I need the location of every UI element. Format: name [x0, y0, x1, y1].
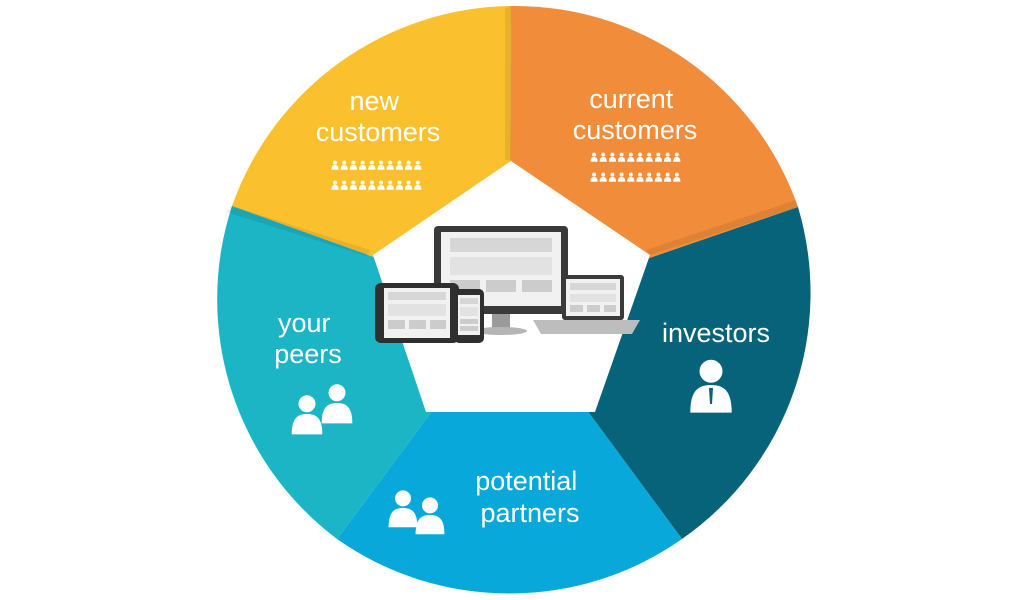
- person-icon: [690, 359, 732, 413]
- label-line: customers: [316, 117, 441, 147]
- label-line: current: [589, 84, 674, 114]
- fold-shadow: [226, 206, 370, 256]
- label-investors: investors: [662, 318, 770, 348]
- label-current-customers: current customers: [573, 84, 698, 145]
- label-line: peers: [274, 339, 342, 369]
- fold-shadow: [505, 6, 511, 160]
- label-line: investors: [662, 318, 770, 348]
- label-your-peers: your peers: [274, 308, 342, 369]
- label-line: new: [349, 86, 399, 116]
- label-line: your: [278, 308, 331, 338]
- label-new-customers: new customers: [316, 86, 441, 147]
- label-line: partners: [480, 498, 579, 528]
- label-potential-partners: potential partners: [475, 466, 585, 528]
- label-line: potential: [475, 466, 577, 496]
- responsive-devices-icon: [375, 226, 640, 343]
- label-line: customers: [573, 115, 698, 145]
- fold-shadow: [646, 200, 798, 255]
